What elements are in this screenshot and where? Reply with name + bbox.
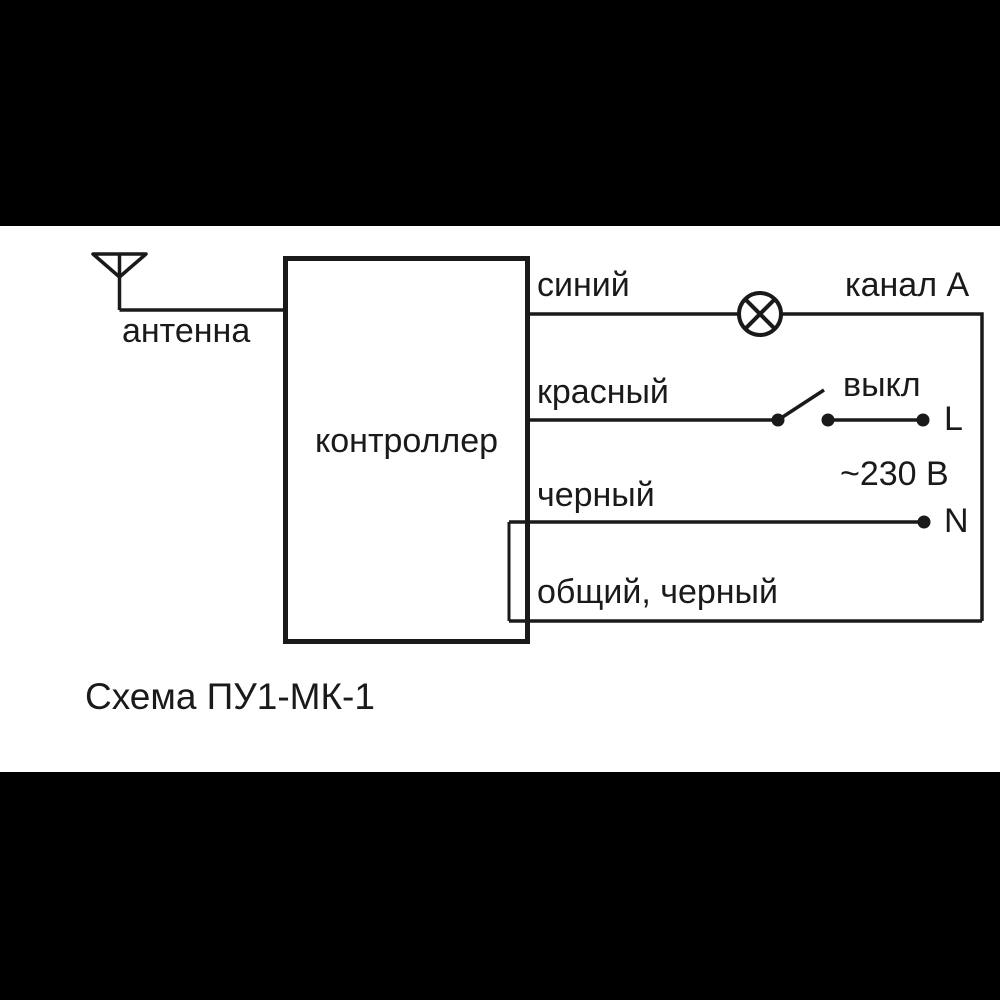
antenna-label: антенна	[122, 312, 251, 350]
channel-a-label: канал А	[845, 266, 970, 304]
letterbox-bottom	[0, 772, 1000, 1000]
n-terminal-label: N	[944, 502, 969, 540]
letterbox-top	[0, 0, 1000, 226]
red-wire-label: красный	[537, 373, 669, 411]
l-terminal-dot	[916, 413, 930, 427]
n-terminal-dot	[917, 515, 931, 529]
antenna-icon	[91, 252, 148, 310]
channel-a-bus-wire	[781, 312, 984, 621]
switch-label: выкл	[843, 366, 921, 404]
switch-icon	[771, 388, 923, 427]
controller-label: контроллер	[315, 422, 499, 460]
blue-wire-label: синий	[537, 266, 630, 304]
lamp-icon	[737, 291, 783, 337]
wiring-diagram-graphics	[91, 252, 984, 644]
diagram-title: Схема ПУ1-МК-1	[85, 676, 375, 717]
controller-box	[283, 256, 530, 644]
diagram-canvas: антенна контроллер синий канал А красный…	[0, 226, 1000, 772]
voltage-label: ~230 В	[840, 455, 949, 493]
black-wire-label: черный	[537, 476, 655, 514]
common-wire-label: общий, черный	[537, 573, 778, 611]
l-terminal-label: L	[944, 400, 963, 438]
